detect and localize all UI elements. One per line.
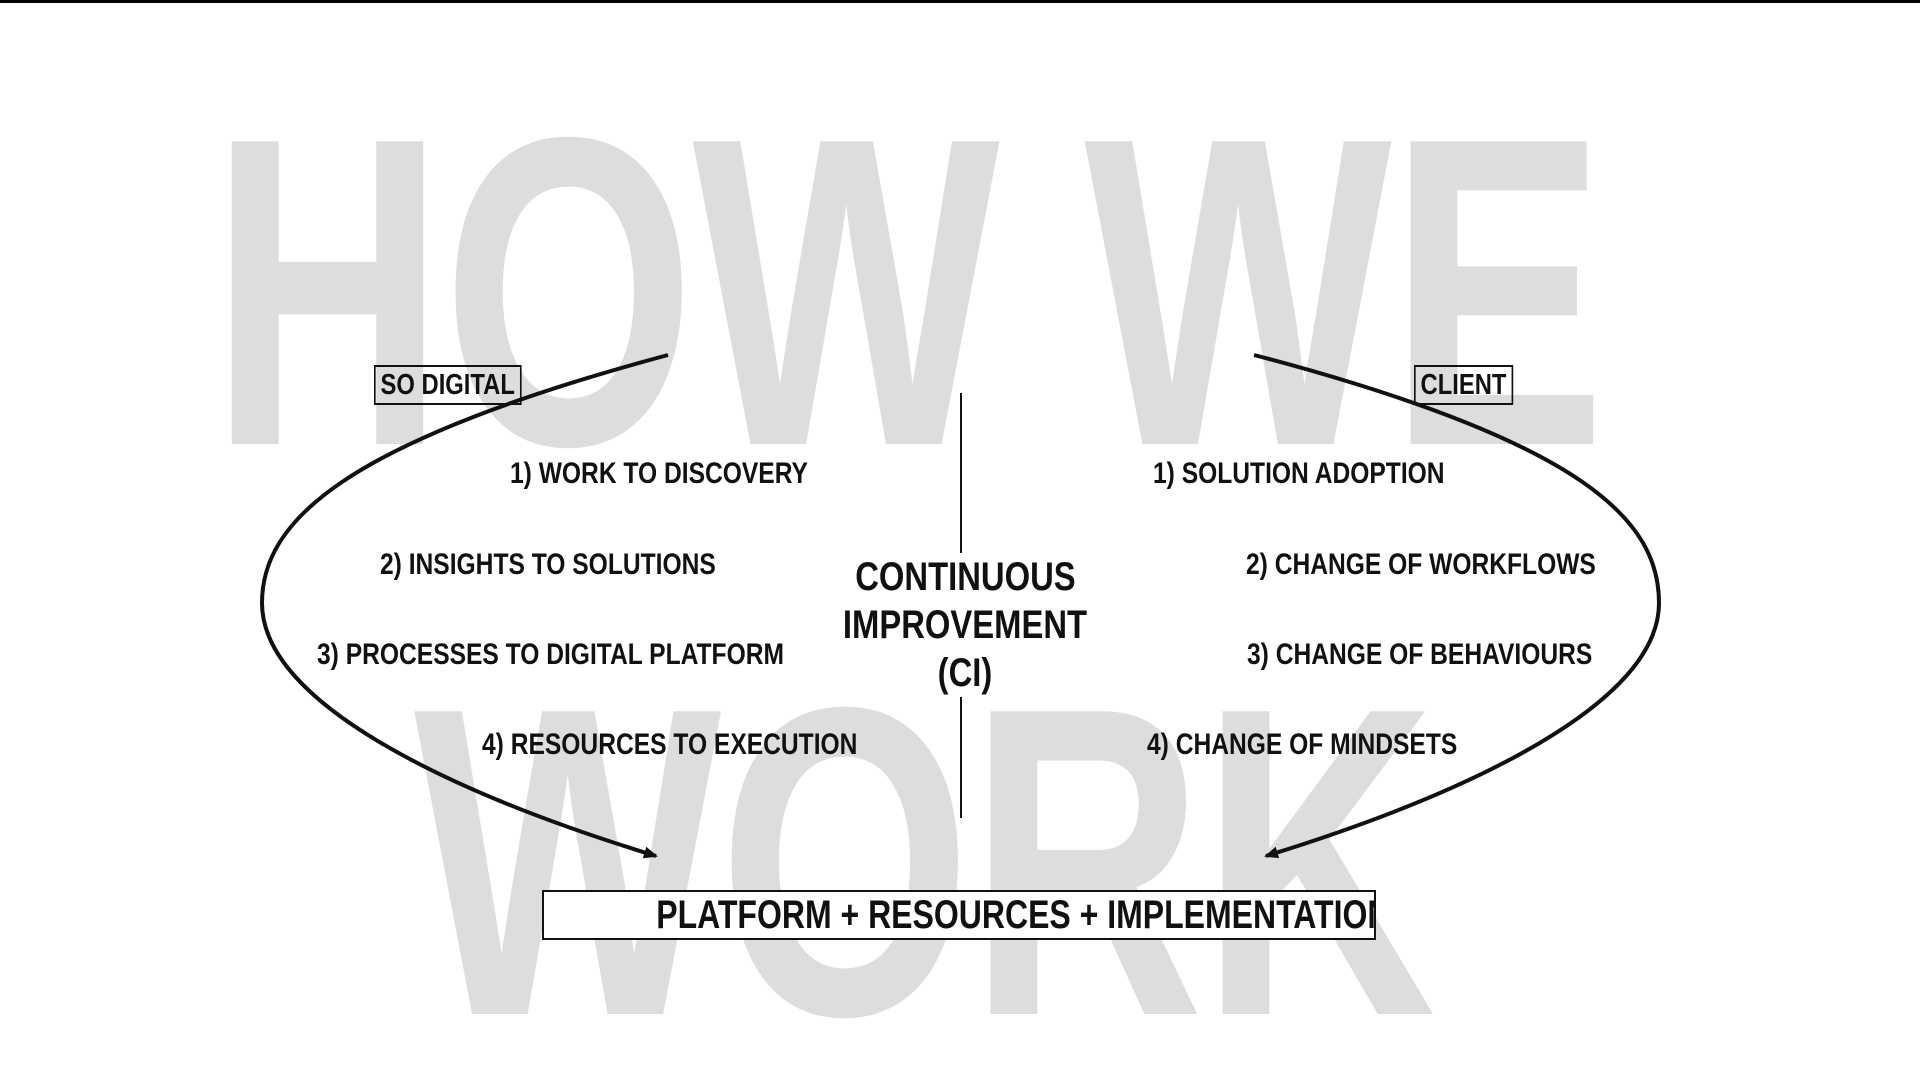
continuous-improvement-label: CONTINUOUS IMPROVEMENT (CI): [790, 553, 1140, 697]
so-digital-label: SO DIGITAL: [374, 365, 522, 405]
client-label: CLIENT: [1414, 365, 1513, 405]
right-step-1: 1) SOLUTION ADOPTION: [1153, 457, 1445, 490]
left-loop-arrow: [259, 353, 669, 859]
left-step-3: 3) PROCESSES TO DIGITAL PLATFORM: [317, 638, 784, 671]
watermark-work: WORK: [414, 617, 1436, 1082]
right-step-3: 3) CHANGE OF BEHAVIOURS: [1247, 638, 1593, 671]
left-step-2: 2) INSIGHTS TO SOLUTIONS: [380, 548, 716, 581]
flow-arrows: [259, 353, 1662, 859]
center-line-2: IMPROVEMENT (CI): [821, 601, 1109, 697]
left-step-1: 1) WORK TO DISCOVERY: [510, 457, 808, 490]
right-step-4: 4) CHANGE OF MINDSETS: [1147, 728, 1458, 761]
right-loop-arrow: [1253, 353, 1662, 859]
support-banner: PLATFORM + RESOURCES + IMPLEMENTATION SU…: [542, 890, 1376, 940]
center-line-1: CONTINUOUS: [851, 553, 1079, 601]
right-step-2: 2) CHANGE OF WORKFLOWS: [1246, 548, 1596, 581]
watermark-how-we: HOW WE: [210, 47, 1606, 538]
left-step-4: 4) RESOURCES TO EXECUTION: [482, 728, 858, 761]
support-banner-label: PLATFORM + RESOURCES + IMPLEMENTATION SU…: [656, 893, 1376, 937]
